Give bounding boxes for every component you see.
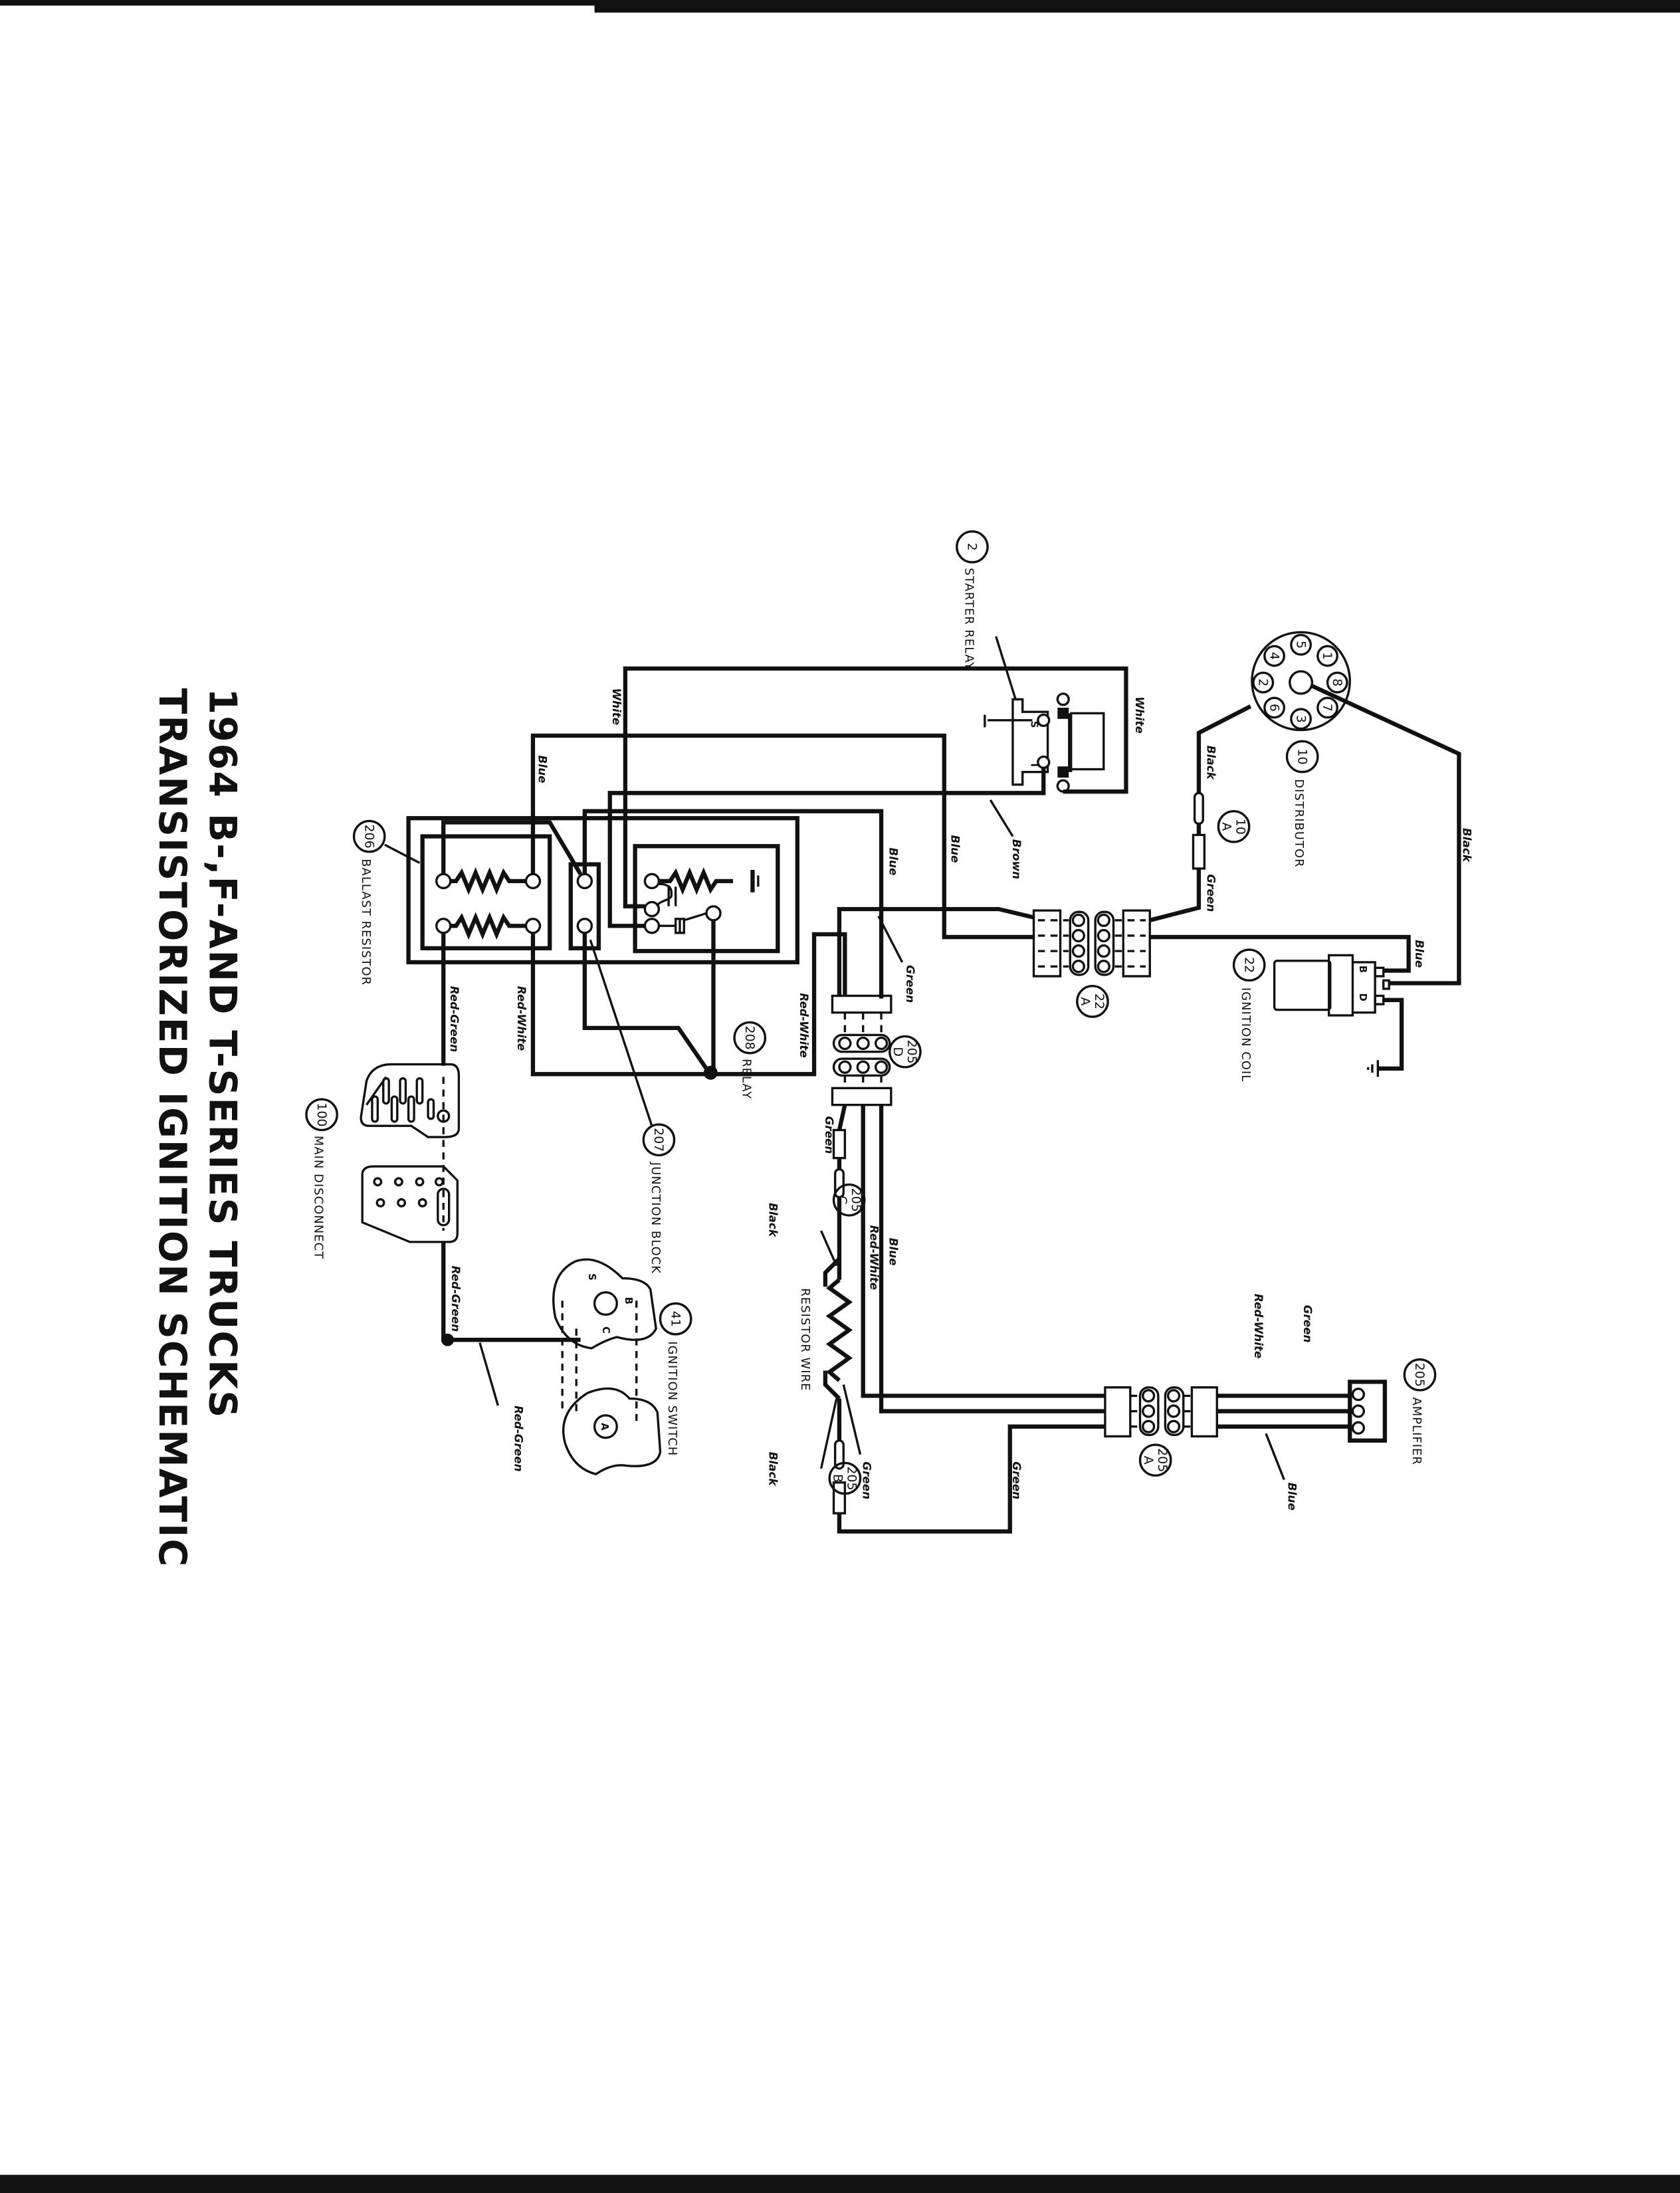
svg-text:207: 207	[651, 1128, 666, 1152]
ballast-resistor: 206 BALLAST RESISTOR	[352, 816, 799, 986]
svg-text:2: 2	[965, 543, 980, 551]
relay-label: RELAY	[740, 1059, 754, 1099]
svg-text:205: 205	[845, 1466, 859, 1490]
svg-text:205: 205	[1412, 1363, 1427, 1387]
label-blue: Blue	[887, 1238, 900, 1266]
label-green: Green	[1301, 1305, 1314, 1343]
starter-relay-label: STARTER RELAY	[962, 568, 976, 670]
label-blue: Blue	[536, 755, 549, 783]
svg-text:22: 22	[1092, 993, 1106, 1009]
svg-text:A: A	[1219, 822, 1234, 831]
svg-text:B: B	[623, 1297, 634, 1305]
ignition-coil-label: IGNITION COIL	[1239, 988, 1253, 1083]
label-green: Green	[904, 965, 917, 1003]
svg-text:I: I	[1028, 763, 1039, 766]
svg-text:A: A	[599, 1423, 610, 1431]
svg-text:10: 10	[1295, 749, 1309, 765]
svg-text:205: 205	[904, 1040, 919, 1064]
ignition-switch: S B C A 41 IGNITION SWITCH	[552, 1258, 692, 1476]
label-brown: Brown	[1010, 839, 1023, 879]
svg-text:10: 10	[1233, 819, 1248, 835]
distributor-label: DISTRIBUTOR	[1292, 779, 1306, 867]
title-line1: 1964 B-,F-AND T-SERIES TRUCKS	[201, 688, 245, 1419]
svg-text:8: 8	[1330, 679, 1344, 686]
label-blue: Blue	[1286, 1483, 1299, 1511]
label-black: Black	[1461, 828, 1474, 863]
connector-22a: 22 A	[1032, 909, 1151, 1018]
svg-text:1: 1	[1320, 652, 1334, 660]
wire-labels: White White Brown Blue Blue Blue Blue Bl…	[448, 688, 1474, 1510]
title-line2: TRANSISTORIZED IGNITION SCHEMATIC	[150, 688, 194, 1568]
main-disconnect: 100 MAIN DISCONNECT	[305, 1063, 461, 1259]
svg-text:7: 7	[1320, 704, 1334, 712]
label-red-white: Red-White	[867, 1225, 881, 1291]
svg-text:C: C	[835, 1196, 849, 1204]
label-white: White	[1133, 696, 1146, 734]
label-green: Green	[861, 1461, 874, 1499]
amplifier-label: AMPLIFIER	[1410, 1397, 1423, 1465]
svg-text:2: 2	[1255, 679, 1270, 686]
distributor: 5 1 8 7 3 6 2 4 10 DISTRIBUTOR	[1251, 631, 1351, 868]
scan-border-top-heavy	[594, 0, 1680, 13]
label-green: Green	[1205, 874, 1218, 912]
connector-10a: 10 A	[1192, 791, 1251, 870]
resistor-wire: RESISTOR WIRE	[798, 1257, 853, 1400]
svg-text:205: 205	[1155, 1448, 1170, 1472]
svg-text:S: S	[586, 1273, 597, 1281]
svg-text:C: C	[600, 1326, 611, 1334]
amplifier: 205 AMPLIFIER	[1348, 1358, 1437, 1465]
connector-205a: 205 A	[1104, 1386, 1218, 1477]
ballast-resistor-label: BALLAST RESISTOR	[359, 859, 373, 986]
label-red-white: Red-White	[1252, 1294, 1265, 1359]
label-blue: Blue	[1413, 940, 1426, 968]
connector-205b: 205 B	[828, 1439, 862, 1514]
svg-text:4: 4	[1267, 652, 1281, 660]
svg-text:208: 208	[742, 1026, 757, 1050]
scan-border-bottom	[0, 2174, 1680, 2193]
svg-text:S: S	[1028, 721, 1039, 728]
ignition-coil: B D 22 IGNITION COIL	[1232, 948, 1390, 1083]
svg-text:100: 100	[314, 1102, 329, 1126]
label-red-green: Red-Green	[448, 986, 461, 1052]
label-blue: Blue	[887, 847, 900, 875]
connector-205d: 205 D	[831, 994, 922, 1106]
svg-text:206: 206	[362, 824, 376, 848]
starter-relay: 2 STARTER RELAY S I	[956, 530, 1105, 793]
junction-block: 207 JUNCTION BLOCK	[568, 862, 676, 1274]
svg-text:B: B	[831, 1474, 845, 1483]
label-white: White	[610, 688, 623, 725]
label-red-green: Red-Green	[512, 1406, 526, 1471]
label-black: Black	[767, 1203, 780, 1238]
label-blue: Blue	[948, 835, 962, 863]
svg-text:A: A	[1078, 997, 1093, 1005]
junction-block-label: JUNCTION BLOCK	[649, 1162, 663, 1274]
wires	[441, 666, 1461, 1534]
label-green: Green	[1010, 1461, 1023, 1499]
label-black: Black	[1205, 746, 1218, 781]
leader-arrows	[478, 799, 1285, 1481]
svg-text:6: 6	[1267, 704, 1281, 712]
svg-text:D: D	[1357, 993, 1368, 1001]
resistor-wire-label: RESISTOR WIRE	[798, 1288, 812, 1391]
label-black: Black	[767, 1452, 780, 1487]
svg-text:D: D	[891, 1047, 905, 1057]
label-green: Green	[823, 1116, 836, 1154]
svg-text:22: 22	[1241, 957, 1256, 973]
ignition-switch-label: IGNITION SWITCH	[665, 1341, 679, 1456]
svg-text:A: A	[1141, 1456, 1156, 1465]
svg-text:3: 3	[1293, 715, 1308, 723]
label-red-white: Red-White	[515, 986, 528, 1051]
main-disconnect-label: MAIN DISCONNECT	[312, 1136, 326, 1259]
svg-text:41: 41	[668, 1311, 682, 1327]
svg-text:B: B	[1357, 966, 1368, 973]
relay-208: 208 RELAY	[633, 844, 780, 1099]
label-red-green: Red-Green	[449, 1266, 463, 1332]
svg-text:205: 205	[849, 1188, 863, 1212]
label-red-white: Red-White	[797, 993, 811, 1058]
svg-text:5: 5	[1293, 641, 1308, 649]
